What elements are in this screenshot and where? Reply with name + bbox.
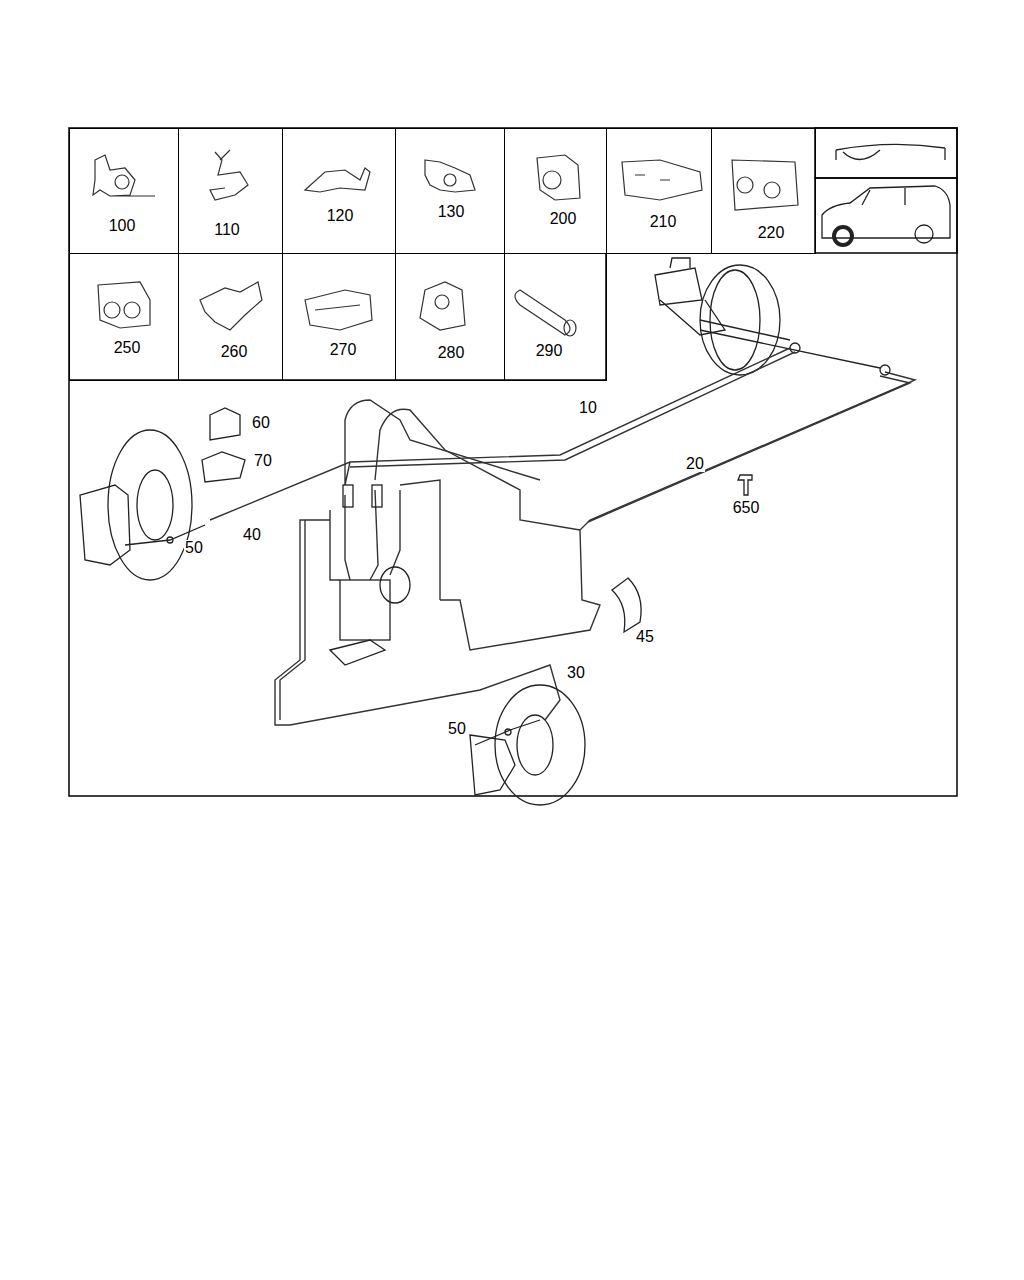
part-number: 110: [214, 222, 240, 238]
part-cell: 280: [395, 253, 505, 381]
part-number: 100: [109, 218, 136, 234]
part-cell: 100: [69, 128, 179, 254]
part-number: 220: [758, 225, 785, 241]
part-cell: 210: [606, 128, 712, 254]
part-number: 200: [550, 211, 577, 227]
clip-icon: [115, 175, 129, 189]
clip-icons: [93, 150, 798, 336]
clip-icon: [543, 171, 561, 189]
clip-icon: [435, 295, 449, 309]
part-cell: 120: [282, 128, 396, 254]
clip-icon: [425, 160, 475, 192]
part-number: 270: [330, 342, 357, 358]
roof-icon: [836, 144, 945, 160]
brake-disc: [470, 685, 585, 805]
callout-number: 60: [251, 415, 271, 431]
car-icon: [822, 186, 950, 238]
callout-number: 70: [253, 453, 273, 469]
clip-icon: [98, 282, 150, 328]
clip-icon: [537, 155, 580, 200]
clip-60: [210, 408, 240, 440]
callout-number: 45: [635, 629, 655, 645]
callout-number: 30: [566, 665, 586, 681]
clip-icon: [124, 302, 140, 318]
part-number: 280: [438, 345, 465, 361]
clip-icon: [210, 150, 248, 200]
part-number: 120: [327, 208, 354, 224]
sleeve-icon: [564, 320, 576, 336]
brake-lines: [210, 348, 915, 725]
rivet-650: [738, 475, 752, 495]
clip-icon: [93, 155, 155, 196]
view-cell: [815, 178, 957, 253]
brake-disc: [80, 430, 205, 580]
hose-45: [612, 578, 641, 632]
sleeve-icon: [515, 290, 570, 335]
frame: [69, 128, 957, 796]
part-cell: 110: [178, 128, 283, 254]
callout-number: 40: [242, 527, 262, 543]
part-number: 250: [114, 340, 141, 356]
clip-icon: [737, 177, 753, 193]
clip-icon: [305, 290, 372, 330]
callout-number: 650: [732, 500, 761, 516]
part-number: 130: [438, 204, 465, 220]
part-number: 290: [536, 343, 563, 359]
part-cell: 290: [504, 253, 607, 381]
clip-icon: [622, 160, 702, 200]
callout-number: 10: [578, 400, 598, 416]
part-cell: 200: [504, 128, 607, 254]
bracket-70: [202, 452, 245, 482]
clip-icon: [764, 182, 780, 198]
clip-icon: [444, 174, 456, 186]
hydraulic-unit: [330, 485, 410, 665]
part-number: 210: [650, 214, 677, 230]
part-cell: 220: [711, 128, 816, 254]
callout-number: 50: [447, 721, 467, 737]
part-cell: 270: [282, 253, 396, 381]
wheel: [834, 227, 852, 245]
callout-number: 20: [685, 456, 705, 472]
clip-icon: [305, 168, 370, 192]
part-number: 260: [221, 344, 248, 360]
part-cell: 260: [178, 253, 283, 381]
clip-icon: [200, 282, 262, 330]
wheel: [915, 225, 933, 243]
view-cell: [815, 128, 957, 178]
part-cell: 130: [395, 128, 505, 254]
clip-icon: [104, 302, 120, 318]
part-cell: 250: [69, 253, 179, 381]
clip-icon: [732, 160, 798, 210]
brake-booster: [655, 258, 890, 375]
clip-icon: [420, 282, 465, 330]
callout-number: 50: [184, 540, 204, 556]
